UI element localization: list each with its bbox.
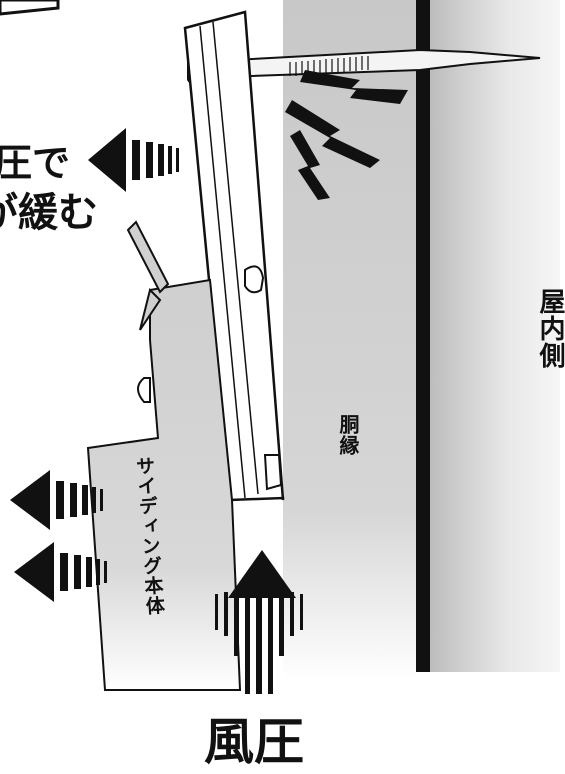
dashed-arrow-left-icon bbox=[14, 542, 107, 602]
dashed-arrow-left-icon bbox=[88, 128, 179, 192]
interior-side-label: 屋内側 bbox=[535, 288, 565, 369]
caption-line1: 圧で bbox=[0, 141, 71, 185]
stud-line bbox=[416, 0, 430, 672]
siding-body bbox=[86, 220, 242, 691]
dashed-arrow-left-icon bbox=[10, 470, 103, 530]
impact-zigzag-icon bbox=[285, 70, 408, 200]
speech-bubble-fragment bbox=[0, 0, 60, 16]
interior-panel bbox=[430, 0, 560, 672]
dashed-arrow-up-icon bbox=[215, 550, 303, 694]
furring-strip-label: 胴縁 bbox=[336, 414, 360, 456]
wind-pressure-label: 風圧 bbox=[204, 713, 304, 771]
caption-line2: が緩む bbox=[0, 190, 98, 236]
